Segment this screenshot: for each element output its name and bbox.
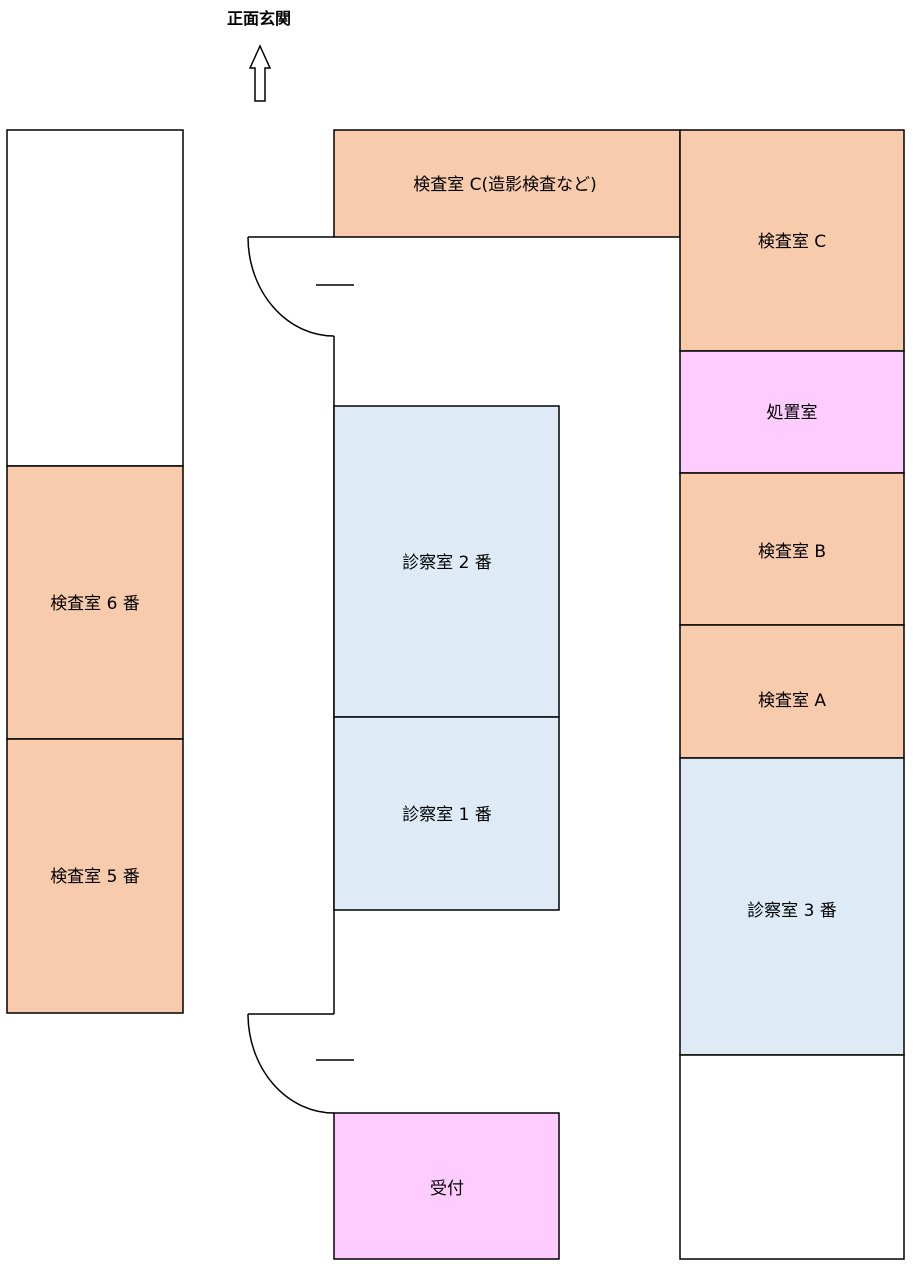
room-reception-label: 受付 [430, 1179, 464, 1199]
room-exam-b-label: 検査室 B [758, 542, 826, 562]
room-consult-3-label: 診察室 3 番 [747, 901, 837, 921]
room-left-top-blank [6, 129, 184, 467]
room-exam-a-label: 検査室 A [758, 691, 826, 711]
door-lower [247, 1013, 354, 1114]
room-treatment-label: 処置室 [767, 403, 818, 423]
room-exam-6-label: 検査室 6 番 [50, 594, 140, 614]
room-right-bottom-blank [679, 1054, 905, 1260]
room-exam-c-wide [333, 129, 681, 238]
room-exam-b [679, 472, 905, 626]
room-exam-a [679, 624, 905, 759]
room-reception [333, 1112, 560, 1260]
room-consult-2 [333, 405, 560, 718]
room-exam-c [679, 129, 905, 352]
room-exam-c-label: 検査室 C [758, 232, 826, 252]
room-consult-3 [679, 757, 905, 1056]
room-exam-5-label: 検査室 5 番 [50, 867, 140, 887]
room-exam-c-wide-label: 検査室 C(造影検査など) [413, 175, 597, 195]
room-consult-1 [333, 716, 560, 911]
entrance-label: 正面玄関 [227, 9, 291, 28]
room-consult-1-label: 診察室 1 番 [402, 805, 492, 825]
room-treatment [679, 350, 905, 474]
room-exam-6 [6, 465, 184, 740]
room-exam-5 [6, 738, 184, 1014]
room-consult-2-label: 診察室 2 番 [402, 553, 492, 573]
arrow-up-icon [248, 44, 272, 102]
door-upper [247, 236, 354, 337]
